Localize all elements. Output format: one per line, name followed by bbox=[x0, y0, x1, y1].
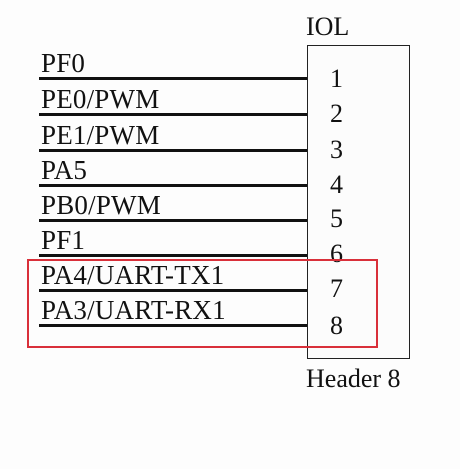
pin-signal-label: PA4/UART-TX1 bbox=[41, 260, 225, 290]
pin-wire bbox=[39, 324, 307, 327]
pin-number: 7 bbox=[330, 274, 343, 303]
pin-signal-label: PE1/PWM bbox=[41, 120, 160, 150]
pin-number: 3 bbox=[330, 135, 343, 164]
pin-signal-label: PB0/PWM bbox=[41, 190, 161, 220]
pin-wire bbox=[39, 184, 307, 187]
pin-wire bbox=[39, 77, 307, 80]
pin-signal-label: PF0 bbox=[41, 48, 86, 78]
pin-signal-label: PA5 bbox=[41, 155, 88, 185]
connector-part-value: Header 8 bbox=[306, 364, 401, 393]
pin-number: 5 bbox=[330, 204, 343, 233]
pin-signal-label: PA3/UART-RX1 bbox=[41, 295, 226, 325]
pin-wire bbox=[39, 149, 307, 152]
pin-number: 1 bbox=[330, 64, 343, 93]
connector-ref-designator: IOL bbox=[306, 12, 350, 41]
pin-wire bbox=[39, 254, 307, 257]
pin-wire bbox=[39, 113, 307, 116]
pin-signal-label: PE0/PWM bbox=[41, 84, 160, 114]
pin-wire bbox=[39, 219, 307, 222]
pin-signal-label: PF1 bbox=[41, 225, 86, 255]
header-connector-body bbox=[307, 45, 410, 359]
pin-number: 8 bbox=[330, 311, 343, 340]
pin-number: 2 bbox=[330, 99, 343, 128]
pin-wire bbox=[39, 289, 307, 292]
pin-number: 4 bbox=[330, 170, 343, 199]
uart-pins-highlight bbox=[27, 259, 378, 348]
